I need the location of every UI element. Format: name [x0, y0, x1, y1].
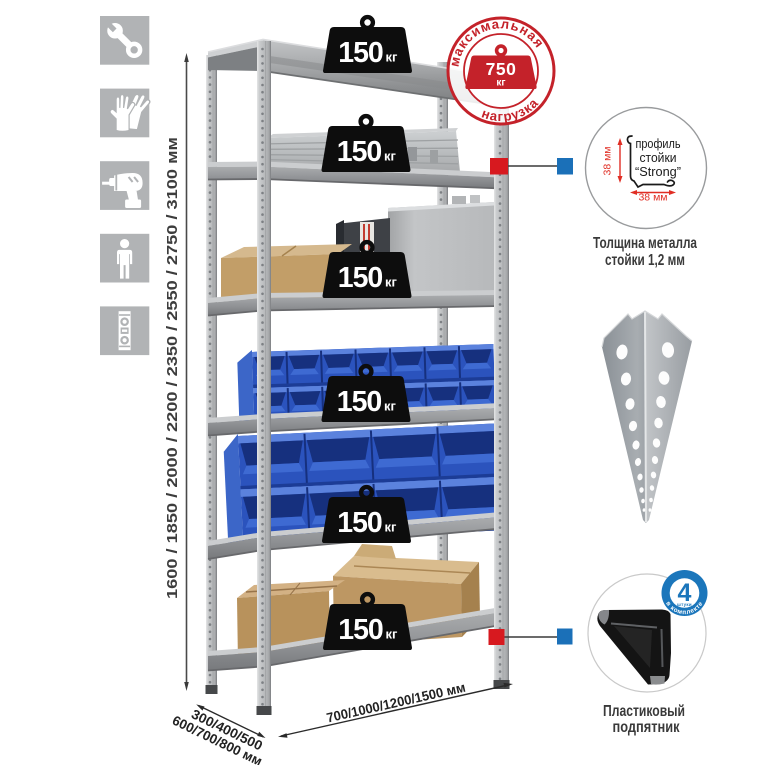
- svg-text:38 мм: 38 мм: [602, 146, 614, 175]
- svg-text:профиль: профиль: [636, 136, 681, 151]
- svg-text:Толщина металла: Толщина металла: [593, 235, 697, 252]
- svg-text:Пластиковый: Пластиковый: [603, 703, 685, 720]
- svg-text:кг: кг: [496, 78, 505, 89]
- svg-text:1600 / 1850 / 2000 / 2200 / 23: 1600 / 1850 / 2000 / 2200 / 2350 / 2550 …: [165, 137, 181, 599]
- svg-text:4: 4: [678, 579, 692, 607]
- svg-text:38 мм: 38 мм: [638, 192, 667, 204]
- svg-text:750: 750: [486, 59, 517, 79]
- svg-text:“Strong”: “Strong”: [635, 164, 681, 179]
- svg-text:стойки: стойки: [640, 150, 677, 165]
- svg-text:стойки 1,2 мм: стойки 1,2 мм: [605, 252, 685, 269]
- svg-text:подпятник: подпятник: [613, 719, 681, 736]
- svg-text:штуки: штуки: [677, 602, 692, 607]
